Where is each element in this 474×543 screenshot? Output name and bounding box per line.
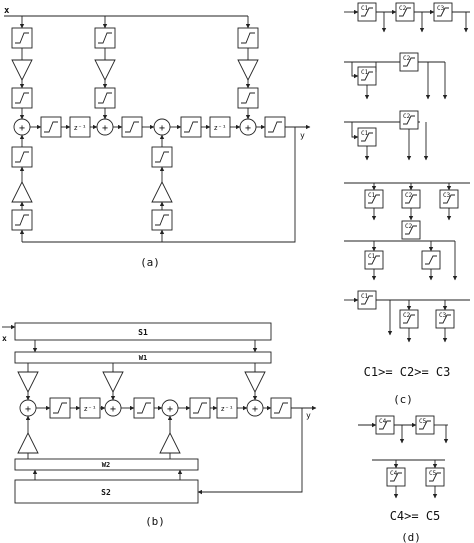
svg-text:+: +	[252, 404, 258, 415]
svg-text:C2: C2	[405, 223, 413, 230]
svg-text:z⁻¹: z⁻¹	[214, 124, 227, 132]
caption-d: (d)	[401, 531, 421, 543]
panel-d: C4 C5 C4 C5 C4>= C5 (d)	[358, 415, 449, 543]
svg-text:C3: C3	[437, 5, 445, 12]
gain-triangle	[11, 59, 33, 82]
svg-text:z⁻¹: z⁻¹	[84, 405, 97, 413]
svg-text:z⁻¹: z⁻¹	[74, 124, 87, 132]
s1-block	[14, 322, 272, 341]
svg-text:C3: C3	[443, 192, 451, 199]
svg-text:+: +	[110, 404, 116, 415]
gain-triangle	[102, 371, 124, 394]
feedback-gain-triangle	[151, 180, 173, 203]
svg-text:C4: C4	[390, 470, 398, 477]
nonlinear-block	[49, 397, 71, 419]
feedback-nonlinear-block	[151, 146, 173, 168]
svg-text:S1: S1	[138, 328, 148, 337]
caption-b: (b)	[145, 515, 165, 528]
svg-text:C5: C5	[419, 418, 427, 425]
feedback-gain-triangle	[11, 180, 33, 203]
gain-triangle	[244, 371, 266, 394]
svg-text:C4: C4	[379, 418, 387, 425]
svg-text:+: +	[167, 404, 173, 415]
w1-block	[14, 351, 272, 364]
panel-c: C1 C2 C3 C1 C2 C1 C2 C1	[344, 2, 470, 406]
nonlinear-block	[94, 87, 116, 109]
gain-triangle	[17, 371, 39, 394]
input-nonlinear-block	[11, 27, 33, 49]
svg-text:C1: C1	[368, 253, 376, 260]
nonlinear-block	[11, 87, 33, 109]
panel-b: S1 x W1 + z⁻¹ + + z⁻¹	[2, 322, 317, 528]
svg-text:C2: C2	[405, 192, 413, 199]
gain-triangle	[237, 59, 259, 82]
svg-text:x: x	[4, 6, 10, 16]
svg-text:+: +	[25, 404, 31, 415]
feedback-gain-triangle	[159, 431, 181, 454]
svg-text:W2: W2	[102, 461, 110, 469]
svg-text:C2: C2	[403, 55, 411, 62]
feedback-nonlinear-block	[11, 209, 33, 231]
nonlinear-block	[180, 116, 202, 138]
s2-block	[14, 479, 199, 504]
inequality-c: C1>= C2>= C3	[364, 365, 451, 379]
svg-text:C1: C1	[361, 293, 369, 300]
svg-text:+: +	[19, 123, 25, 134]
svg-text:S2: S2	[101, 488, 111, 497]
nonlinear-block	[237, 87, 259, 109]
svg-text:C2: C2	[399, 5, 407, 12]
svg-text:+: +	[245, 123, 251, 134]
feedback-nonlinear-block	[151, 209, 173, 231]
panel-a: + z⁻¹ + + z⁻¹ + y	[4, 6, 311, 269]
svg-text:+: +	[159, 123, 165, 134]
nonlinear-block	[121, 116, 143, 138]
svg-text:C1: C1	[361, 130, 369, 137]
svg-text:z⁻¹: z⁻¹	[221, 405, 234, 413]
caption-a: (a)	[140, 256, 160, 269]
w2-block	[14, 458, 199, 471]
nonlinear-block	[189, 397, 211, 419]
cascade-block	[421, 250, 441, 270]
svg-text:W1: W1	[139, 354, 147, 362]
svg-text:C2: C2	[403, 312, 411, 319]
svg-text:C1: C1	[361, 5, 369, 12]
nonlinear-block	[270, 397, 292, 419]
svg-text:C5: C5	[429, 470, 437, 477]
nonlinear-block	[264, 116, 286, 138]
inequality-d: C4>= C5	[390, 509, 441, 523]
input-nonlinear-block	[237, 27, 259, 49]
caption-c: (c)	[393, 393, 413, 406]
svg-text:C1: C1	[361, 69, 369, 76]
nonlinear-block	[40, 116, 62, 138]
svg-text:C1: C1	[368, 192, 376, 199]
nonlinear-block	[133, 397, 155, 419]
svg-text:C3: C3	[439, 312, 447, 319]
gain-triangle	[94, 59, 116, 82]
svg-text:+: +	[102, 123, 108, 134]
svg-text:C2: C2	[403, 113, 411, 120]
input-nonlinear-block	[94, 27, 116, 49]
feedback-gain-triangle	[17, 431, 39, 454]
svg-text:y: y	[306, 411, 311, 420]
feedback-nonlinear-block	[11, 146, 33, 168]
svg-text:y: y	[300, 131, 305, 140]
svg-text:x: x	[2, 334, 7, 343]
